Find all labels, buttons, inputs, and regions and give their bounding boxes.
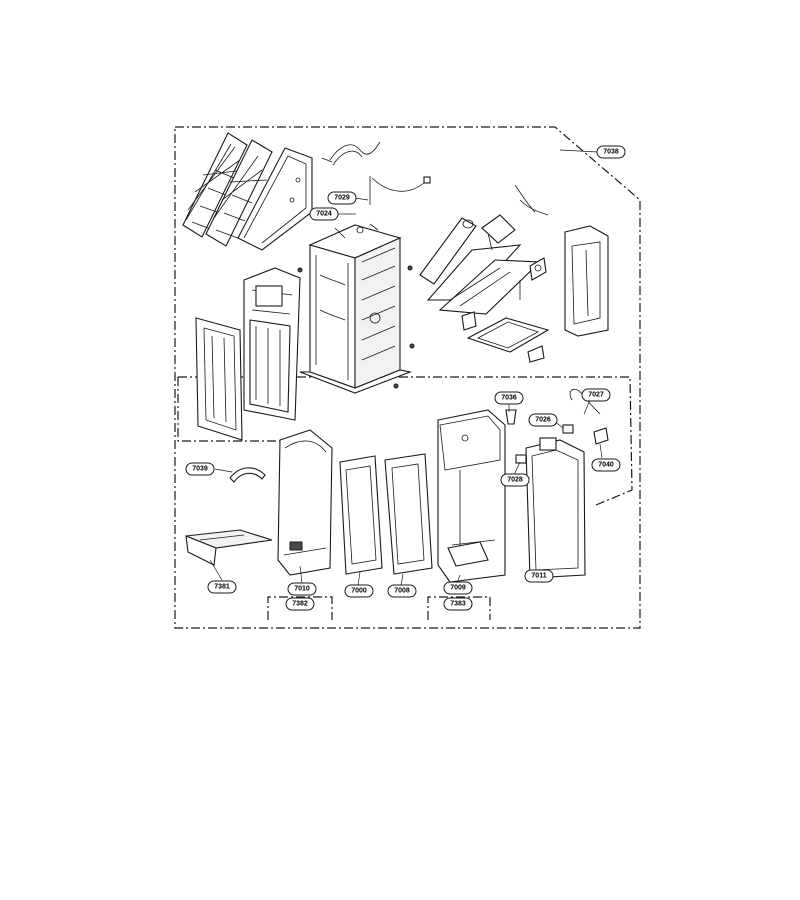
door-frame-7008 [384,453,433,575]
callout-7000: 7000 [344,584,374,598]
callout-7027: 7027 [581,388,611,402]
chassis-frame [299,223,412,394]
callout-7381-label: 7381 [214,584,230,591]
drain-pan-assembly [419,184,549,315]
filter-frame-middle [205,139,273,247]
callout-7036-label: 7036 [501,395,517,402]
callout-7010: 7010 [287,582,317,596]
callout-7383-label: 7383 [450,601,466,608]
filter-frame-rear [182,132,248,238]
callout-7038-label: 7038 [603,149,619,156]
wire-harness-top [321,141,381,166]
assembly-boundary-outer [174,126,641,629]
callout-7000-label: 7000 [351,588,367,595]
callout-7027-label: 7027 [588,392,604,399]
callout-7009-label: 7009 [450,585,466,592]
callout-7008: 7008 [387,584,417,598]
sensor-7026 [562,424,574,434]
callout-7026-label: 7026 [535,417,551,424]
inner-panel-frame [243,267,301,421]
callout-7029: 7029 [327,191,357,205]
callout-7026: 7026 [528,413,558,427]
callout-7011-label: 7011 [531,573,546,580]
callout-7011: 7011 [524,569,554,583]
side-frame-7011 [525,437,586,579]
callout-7039: 7039 [185,462,215,476]
callout-7028: 7028 [500,473,530,487]
bracket-7040 [593,427,609,445]
cabinet-7009 [437,409,506,583]
connector-7028 [515,454,527,464]
callout-7010-label: 7010 [294,586,310,593]
callout-7038: 7038 [596,145,626,159]
front-panel-7010 [277,429,333,576]
callout-7383: 7383 [443,597,473,611]
door-frame-7000 [339,455,383,575]
drawer-7381 [185,529,273,566]
callout-7028-label: 7028 [507,477,523,484]
assembly-boundary-inner [178,376,633,506]
callout-7036: 7036 [494,391,524,405]
handle-7039 [229,467,266,483]
callout-7382-label: 7382 [292,601,308,608]
callout-7009: 7009 [443,581,473,595]
callout-7382: 7382 [285,597,315,611]
drain-tray [461,311,550,363]
filter-panel-front [237,147,313,251]
group-bracket-7383 [427,596,491,620]
callout-7029-label: 7029 [334,195,350,202]
callout-7039-label: 7039 [192,466,208,473]
switch-7036 [505,409,517,425]
callout-7024-label: 7024 [316,211,332,218]
callout-7040-label: 7040 [598,462,614,469]
sensor-wire-7029 [369,176,431,205]
group-bracket-7382 [267,596,333,620]
callout-7008-label: 7008 [394,588,410,595]
callout-7040: 7040 [591,458,621,472]
callout-7024: 7024 [309,207,339,221]
callout-7381: 7381 [207,580,237,594]
assembly-boundary-inner-left [177,377,290,442]
side-bracket-right [564,225,609,337]
rear-panel-frame [195,317,243,441]
